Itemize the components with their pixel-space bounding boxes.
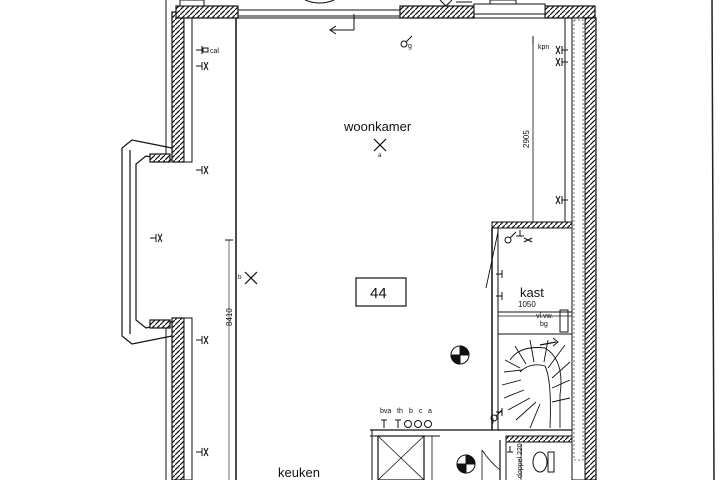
symbol-th: th (397, 408, 403, 415)
unit-number: 44 (370, 285, 387, 302)
dimension-toilet-door: doppel 220 (517, 443, 524, 478)
symbol-b: b (238, 275, 242, 281)
symbol-f: f (492, 419, 494, 426)
dimension-room-width: 2905 (522, 130, 531, 148)
toilet-icon (520, 444, 555, 480)
symbol-bva: bva (380, 408, 391, 415)
right-wall (571, 17, 597, 480)
bay-window (121, 139, 173, 345)
spiral-stairs (501, 337, 571, 429)
dimension-room-length: 8410 (225, 308, 234, 326)
top-wall (175, 0, 596, 19)
dimension-closet-width: 1050 (518, 300, 536, 309)
symbol-vl-vw: vl.vw. (536, 313, 553, 320)
door-arrow-icon (329, 14, 355, 35)
symbol-b2: b (409, 408, 413, 415)
dimension-ticks (225, 36, 534, 480)
symbol-kpn: kpn (538, 44, 549, 51)
interior-lines (235, 17, 566, 480)
switch-icon (400, 35, 517, 422)
switch-cluster-icon (381, 419, 432, 428)
page-edge (711, 0, 715, 480)
kitchen-block (370, 429, 573, 480)
room-label-closet: kast (520, 285, 544, 300)
light-fixture-icon (456, 454, 476, 474)
ceiling-point-icon (244, 271, 258, 285)
ceiling-point-icon (373, 138, 387, 152)
room-label-living: woonkamer (343, 119, 412, 134)
symbol-a2: a (428, 408, 432, 415)
light-fixture-icon (450, 345, 470, 365)
symbol-bg: bg (540, 321, 548, 328)
unit-number-box (355, 277, 407, 307)
closet-stairs-block (485, 221, 573, 431)
wall-outlet-icon (150, 45, 568, 457)
symbol-g: g (408, 43, 412, 50)
symbol-a: a (378, 153, 382, 159)
symbol-cal: cal (210, 48, 219, 55)
left-wall (165, 0, 193, 480)
room-label-kitchen: keuken (278, 465, 320, 480)
symbol-c: c (419, 408, 423, 415)
